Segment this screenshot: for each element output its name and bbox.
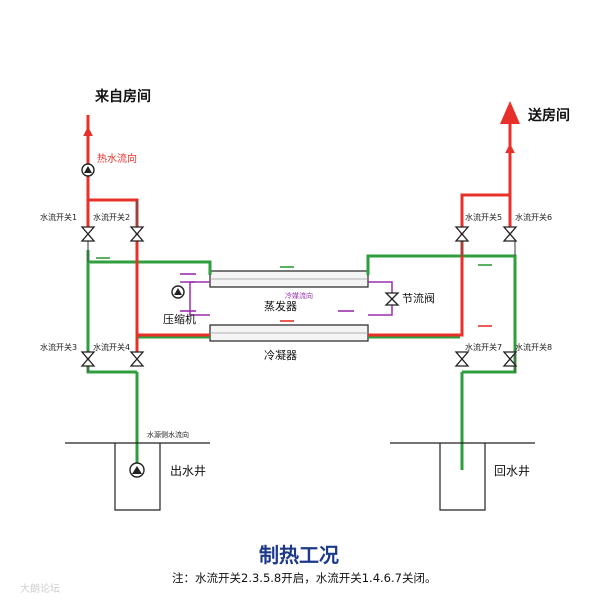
page-title: 制热工况 xyxy=(259,543,339,567)
water-switch-6-icon[interactable] xyxy=(502,226,518,242)
evaporator-label: 蒸发器 xyxy=(264,299,297,313)
water-switch-3-icon[interactable] xyxy=(80,351,96,367)
source-water-flow-label: 水源侧水流向 xyxy=(147,430,189,439)
compressor-icon xyxy=(171,285,185,299)
compressor-label: 压缩机 xyxy=(163,312,196,326)
outlet-well xyxy=(65,442,210,511)
switch-5-label: 水流开关5 xyxy=(465,212,502,222)
water-switch-1-icon[interactable] xyxy=(80,226,96,242)
switch-7-label: 水流开关7 xyxy=(465,342,502,352)
to-room-arrow-icon xyxy=(500,101,520,124)
hot-water-pipes xyxy=(86,115,512,355)
switch-1-label: 水流开关1 xyxy=(40,212,77,222)
refrigerant-flow-label: 冷媒流向 xyxy=(285,291,313,300)
well-pump-icon xyxy=(129,462,145,478)
watermark: 大朗论坛 xyxy=(20,582,60,595)
water-switch-8-icon[interactable] xyxy=(502,351,518,367)
switch-3-label: 水流开关3 xyxy=(40,342,77,352)
return-well xyxy=(390,442,535,511)
outlet-well-label: 出水井 xyxy=(170,464,206,478)
condenser-label: 冷凝器 xyxy=(264,348,297,362)
switch-6-label: 水流开关6 xyxy=(515,212,552,222)
flow-arrows xyxy=(83,126,515,440)
water-switch-4-icon[interactable] xyxy=(129,351,145,367)
throttle-valve-label: 节流阀 xyxy=(402,291,435,305)
water-switch-7-icon[interactable] xyxy=(454,351,470,367)
return-well-label: 回水井 xyxy=(494,464,530,478)
switch-8-label: 水流开关8 xyxy=(515,342,552,352)
water-switch-2-icon[interactable] xyxy=(129,226,145,242)
switch-2-label: 水流开关2 xyxy=(93,212,130,222)
to-room-label: 送房间 xyxy=(527,107,570,124)
from-room-label: 来自房间 xyxy=(94,88,151,105)
room-pump-icon xyxy=(81,163,95,177)
footnote: 注：水流开关2.3.5.8开启，水流开关1.4.6.7关闭。 xyxy=(172,571,436,585)
hot-water-flow-label: 热水流向 xyxy=(97,152,137,165)
switch-4-label: 水流开关4 xyxy=(93,342,130,352)
throttle-valve-icon[interactable] xyxy=(384,292,400,306)
condenser-unit xyxy=(209,324,369,342)
evaporator-unit xyxy=(209,270,369,288)
water-switch-5-icon[interactable] xyxy=(454,226,470,242)
